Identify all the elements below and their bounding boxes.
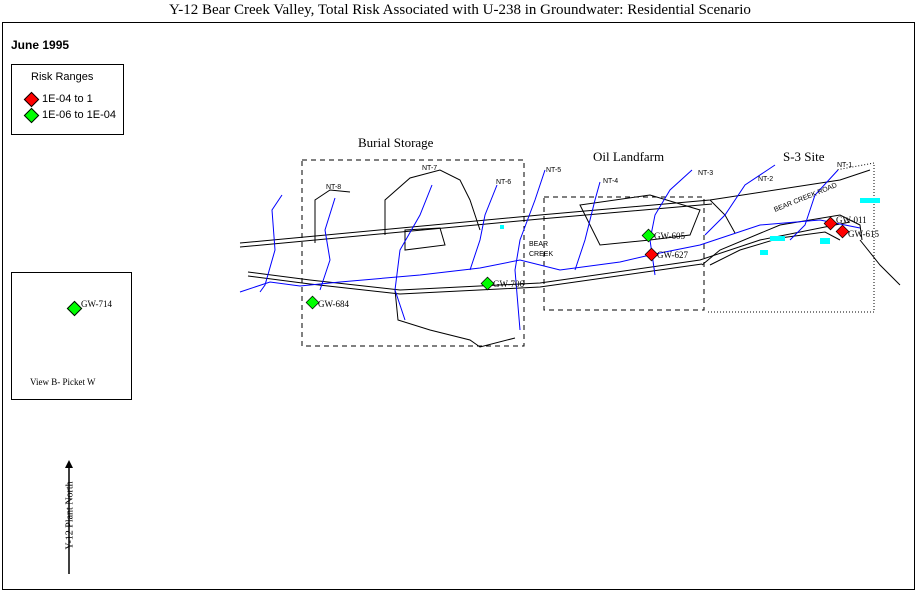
legend-item-low: 1E-06 to 1E-04 (23, 107, 116, 123)
risk-legend: Risk Ranges 1E-04 to 1 1E-06 to 1E-04 (11, 64, 124, 135)
green-diamond-icon (23, 107, 40, 123)
legend-label: 1E-04 to 1 (42, 93, 93, 105)
inset-caption: View B- Picket W (30, 377, 96, 387)
legend-label: 1E-06 to 1E-04 (42, 109, 116, 121)
well-label: GW-714 (81, 299, 112, 309)
map-date: June 1995 (11, 38, 70, 52)
north-arrow-icon (65, 460, 73, 574)
well-marker-gw-714[interactable] (66, 300, 83, 317)
red-diamond-icon (23, 91, 40, 107)
legend-title: Risk Ranges (31, 71, 94, 83)
north-label: Y-12 Plant North (64, 481, 76, 550)
map-title: Y-12 Bear Creek Valley, Total Risk Assoc… (169, 2, 751, 18)
north-arrow: Y-12 Plant North (60, 460, 80, 575)
legend-item-high: 1E-04 to 1 (23, 91, 93, 107)
map-frame (2, 22, 915, 590)
inset-view-b: GW-714 View B- Picket W (11, 272, 132, 400)
